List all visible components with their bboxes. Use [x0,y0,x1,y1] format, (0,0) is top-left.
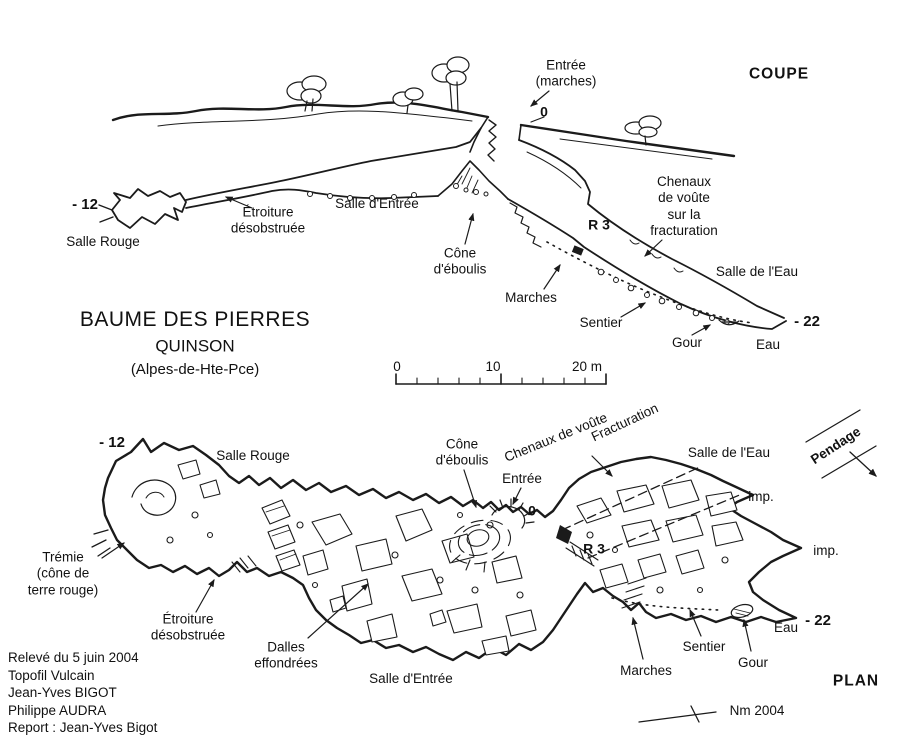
coupe-header: COUPE [748,65,810,83]
entrance-plan [489,498,535,529]
plan-gour-label: Gour [737,654,769,670]
plan-marches-label: Marches [620,662,672,678]
scale-20m: 20 m [571,358,603,374]
marches-arrow [631,616,644,660]
coupe-sentier-label: Sentier [579,314,623,330]
plan-salle-rouge-label: Salle Rouge [216,447,290,463]
plan-entree-label: Entrée [502,470,542,486]
plan-salle-eau-label: Salle de l'Eau [687,444,771,460]
cone-arrow [463,469,477,509]
marches-arrow [543,264,561,290]
marches-plan [621,577,647,609]
north-arrow [638,705,717,723]
tree-icon [431,56,470,112]
coupe-r3-label: R 3 [588,216,610,233]
gour-arrow [742,618,752,652]
entree-arrow [530,90,550,107]
gour-plan [730,603,754,619]
datum-tick [530,116,545,123]
breakdown-slabs [296,508,537,656]
sentier-arrow [689,608,702,637]
fracture-line [587,493,743,559]
etroiture-arrow [224,196,253,209]
chenaux-arrow [591,455,613,477]
credit-line: Topofil Vulcain [8,667,95,683]
tremie-spikes [91,529,111,557]
credit-line: Jean-Yves BIGOT [8,685,117,701]
plan-r3-label: R 3 [583,540,605,557]
plan-depth-minus22: - 22 [805,611,831,629]
plan-sentier-label: Sentier [682,638,726,654]
scale-0: 0 [393,358,401,374]
coupe-gour-label: Gour [671,334,703,350]
coupe-salle-eau-label: Salle de l'Eau [715,263,799,279]
plan-eau-label: Eau [773,619,799,635]
cave-commune: QUINSON [155,336,235,356]
coupe-cone-label: Cône d'éboulis [433,245,487,277]
entree-arrow [512,487,522,506]
plan-etroiture-label: Étroiture désobstruée [150,611,226,643]
cone-eboulis-plan [449,519,511,573]
plan-header: PLAN [832,672,880,690]
sentier-dotted-line [546,241,754,324]
tree-icon [286,75,327,112]
cave-department: (Alpes-de-Hte-Pce) [130,360,260,378]
plan-imp-label-2: imp. [813,542,839,558]
coupe-etroiture-label: Étroiture désobstruée [230,204,306,236]
coupe-datum-zero: 0 [540,103,548,120]
credit-line: Report : Jean-Yves Bigot [8,720,158,736]
survey-credits: Relevé du 5 juin 2004 Topofil Vulcain Je… [8,649,157,737]
cone-arrow [464,212,475,245]
sentier-arrow [620,302,647,318]
scale-bar [395,373,607,385]
r3-plan [556,525,599,567]
plan-salle-entree-label: Salle d'Entrée [369,670,453,686]
coupe-depth-minus12: - 12 [72,195,98,213]
credit-line: Philippe AUDRA [8,702,107,718]
plan-tremie-label: Trémie (cône de terre rouge) [27,549,99,598]
pendage-symbol [805,409,877,479]
bush-icon [624,115,662,146]
credit-line: Relevé du 5 juin 2004 [8,650,139,665]
r3-marker [571,245,584,256]
coupe-salle-entree-label: Salle d'Entrée [335,195,419,211]
salle-rouge-profile [111,188,187,229]
tree-icon [392,87,424,114]
etroiture-arrow [195,578,215,613]
dalles-arrow [307,583,369,639]
tremie-arrow [101,542,125,559]
coupe-drawing [98,56,787,336]
cave-title: BAUME DES PIERRES [79,308,311,332]
plan-datum-zero: 0 [528,502,536,519]
gour-profile [718,319,740,326]
coupe-marches-label: Marches [505,289,557,305]
cone-eboulis-profile [437,160,509,200]
plan-imp-label-1: imp. [748,488,774,504]
plan-cone-label: Cône d'éboulis [435,436,489,468]
coupe-salle-rouge-label: Salle Rouge [66,233,140,249]
coupe-depth-minus22: - 22 [794,312,820,330]
gour-arrow [691,324,712,336]
coupe-chenaux-label: Chenaux de voûte sur la fracturation [650,174,718,239]
entree-marches-label: Entrée (marches) [535,57,597,89]
chenaux-arrow [644,239,663,257]
coupe-eau-label: Eau [755,336,781,352]
plan-drawing [91,409,877,662]
north-label: Nm 2004 [729,702,785,718]
scale-10: 10 [485,358,501,374]
entrance-stairs [487,119,497,162]
fracture-line [561,465,703,531]
plan-dalles-label: Dalles effondrées [254,639,318,671]
plan-depth-minus12: - 12 [99,433,125,451]
steps-profile [509,202,542,248]
